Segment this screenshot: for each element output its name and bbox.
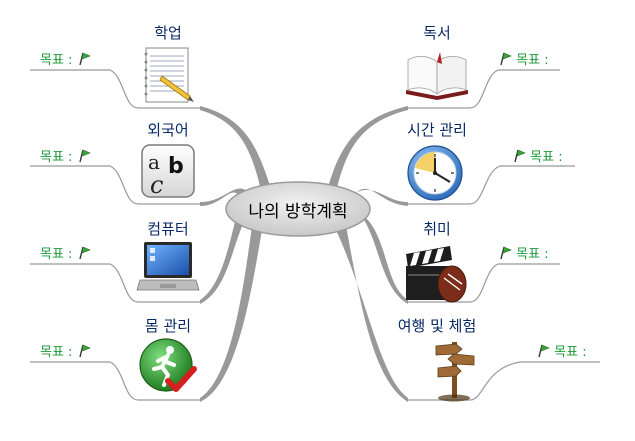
flag-icon [538, 344, 550, 358]
topic-study: 학업 [154, 24, 182, 42]
abc-letters-icon: a b c [141, 144, 195, 199]
flag-icon [78, 344, 91, 358]
branch-study [200, 106, 272, 195]
laptop-icon [136, 242, 200, 291]
flag-icon [500, 52, 512, 66]
branch-reading [326, 106, 408, 195]
topic-reading: 독서 [423, 24, 451, 42]
flag-icon [514, 149, 526, 163]
branch-hobby [360, 214, 408, 304]
topic-language: 외국어 [147, 121, 189, 139]
svg-text:c: c [150, 171, 163, 199]
goal-study: 목표 : [40, 52, 91, 69]
goal-label: 목표 : [40, 345, 73, 360]
notepad-pencil-icon [144, 47, 194, 103]
center-node [225, 181, 371, 237]
flag-icon [78, 246, 91, 260]
goal-hobby: 목표 : [498, 246, 549, 263]
branch-health [200, 226, 262, 402]
goal-lines [30, 69, 600, 401]
goal-travel: 목표 : [536, 344, 587, 361]
open-book-icon [406, 52, 468, 100]
svg-text:b: b [168, 154, 184, 179]
goal-label: 목표 : [554, 345, 587, 360]
goal-label: 목표 : [516, 247, 549, 262]
center-topic: 나의 방학계획 [248, 201, 348, 222]
goal-label: 목표 : [516, 53, 549, 68]
signpost-icon [435, 342, 475, 402]
branch-travel [336, 226, 408, 402]
goal-label: 목표 : [40, 247, 73, 262]
goal-health: 목표 : [40, 344, 91, 361]
topic-health: 몸 관리 [144, 317, 192, 335]
main-branches [200, 106, 408, 402]
goal-label: 목표 : [40, 150, 73, 165]
goal-reading: 목표 : [498, 52, 549, 69]
goal-time: 목표 : [512, 149, 563, 166]
topic-computer: 컴퓨터 [147, 220, 189, 238]
goal-label: 목표 : [40, 53, 73, 68]
svg-text:a: a [148, 150, 160, 174]
running-man-check-icon [139, 338, 197, 392]
topic-travel: 여행 및 체험 [397, 317, 477, 335]
topic-time: 시간 관리 [407, 121, 467, 139]
goal-language: 목표 : [40, 149, 91, 166]
goal-label: 목표 : [530, 150, 563, 165]
branch-computer [200, 214, 245, 304]
flag-icon [78, 52, 91, 66]
goal-computer: 목표 : [40, 246, 91, 263]
branch-time [346, 188, 408, 206]
topic-hobby: 취미 [423, 220, 451, 238]
clapperboard-ball-icon [406, 246, 467, 303]
flag-icon [78, 149, 91, 163]
flag-icon [500, 246, 512, 260]
clock-icon [407, 145, 463, 201]
